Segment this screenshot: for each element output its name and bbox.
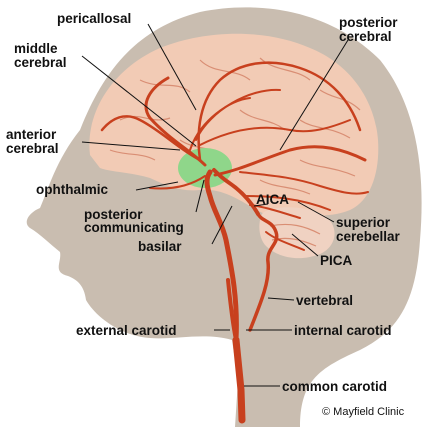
label-posterior-cerebral-line1: posterior <box>339 16 398 29</box>
label-middle-cerebral-line1: middle <box>14 42 58 55</box>
label-posterior-communicating-line2: communicating <box>84 221 184 234</box>
label-posterior-cerebral-line2: cerebral <box>339 30 392 43</box>
label-ophthalmic: ophthalmic <box>36 183 108 196</box>
label-external-carotid: external carotid <box>76 324 177 337</box>
label-common-carotid: common carotid <box>282 380 387 393</box>
label-middle-cerebral-line2: cerebral <box>14 56 67 69</box>
label-aica: AICA <box>256 193 289 206</box>
label-superior-cerebellar-line1: superior <box>336 216 390 229</box>
label-superior-cerebellar-line2: cerebellar <box>336 230 400 243</box>
label-pericallosal: pericallosal <box>57 12 131 25</box>
label-basilar: basilar <box>138 240 182 253</box>
label-anterior-cerebral-line1: anterior <box>6 128 56 141</box>
label-pica: PICA <box>320 254 352 267</box>
label-vertebral: vertebral <box>296 294 353 307</box>
label-anterior-cerebral-line2: cerebral <box>6 142 59 155</box>
label-internal-carotid: internal carotid <box>294 324 392 337</box>
credit-text: © Mayfield Clinic <box>322 406 404 419</box>
